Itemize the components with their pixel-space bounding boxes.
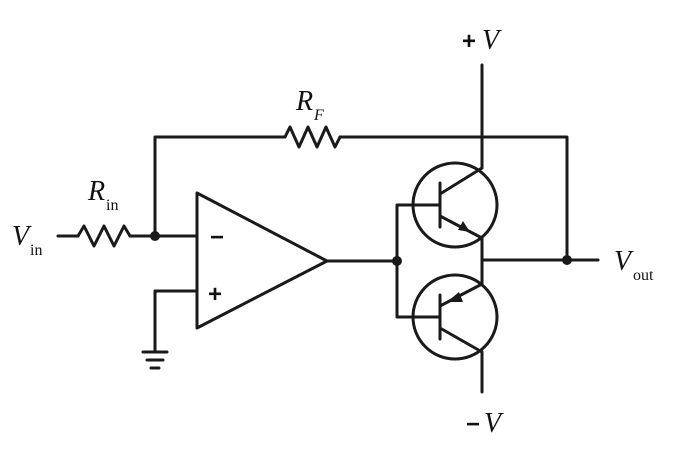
output-junction-dot [562,255,572,265]
input-resistor-label: R in [87,176,118,214]
input-voltage-letter: V [12,221,32,252]
feedback-resistor-letter: R [295,86,313,117]
output-voltage-subscript: out [633,267,654,284]
inverting-junction-dot [150,231,160,241]
output-voltage-label: V out [614,246,654,284]
positive-supply-sign: + [462,28,476,55]
feedback-right-wire [338,135,569,262]
feedback-left-wire [153,135,287,238]
input-voltage-label: V in [12,221,42,259]
positive-supply-label: + V [462,25,502,56]
negative-supply-label: − V [466,408,504,439]
base-junction-dot [392,256,402,266]
input-resistor [76,224,132,248]
feedback-resistor [283,125,342,149]
negative-supply-sign: − [466,411,480,438]
input-resistor-letter: R [87,176,105,207]
feedback-resistor-label: R F [295,86,324,124]
feedback-resistor-subscript: F [313,107,324,124]
ground-icon [141,350,169,370]
inverting-input-sign: − [210,224,224,251]
pnp-transistor [411,273,499,361]
negative-supply-letter: V [484,408,504,439]
positive-supply-letter: V [482,25,502,56]
op-amp: − + [195,191,329,330]
output-voltage-letter: V [614,246,634,277]
input-voltage-subscript: in [30,242,42,259]
base-bus-wire [395,203,442,319]
input-resistor-subscript: in [106,197,118,214]
npn-transistor [411,161,499,249]
noninverting-wire [153,289,199,354]
noninverting-input-sign: + [208,281,222,308]
